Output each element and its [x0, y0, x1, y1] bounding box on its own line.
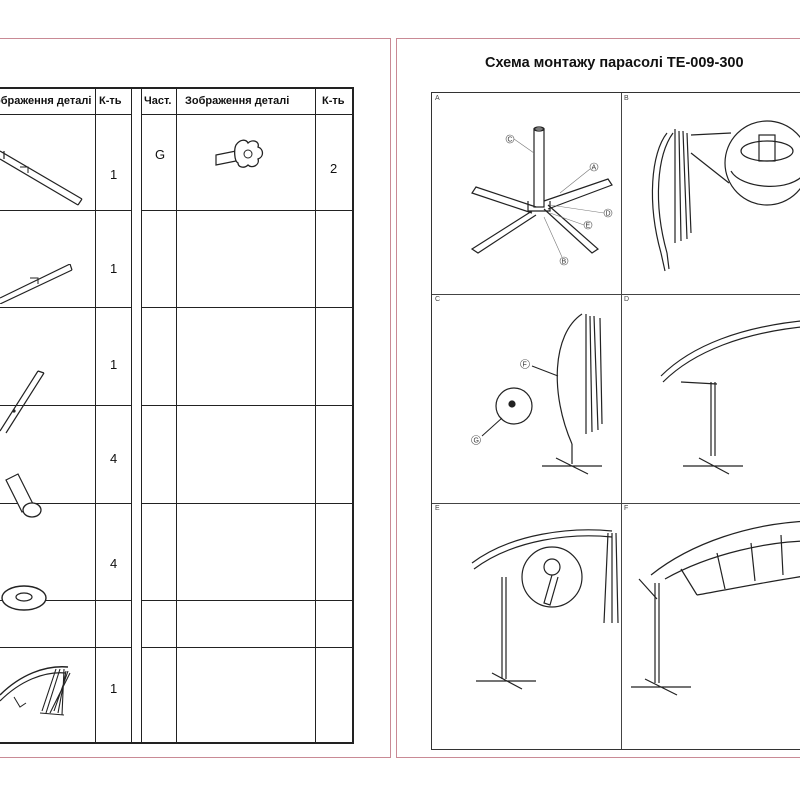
- qty-cell: 1: [110, 167, 118, 182]
- row-divider: [0, 405, 131, 406]
- grid-divider: [432, 294, 800, 295]
- callout-e: E: [586, 223, 591, 230]
- row-divider: [141, 503, 352, 504]
- step-c-panel: C F G: [432, 294, 621, 503]
- callout-a: A: [592, 165, 597, 172]
- row-divider: [141, 307, 352, 308]
- callout-c: C: [508, 137, 513, 144]
- step-letter: C: [435, 296, 441, 303]
- qty-cell: 1: [110, 357, 118, 372]
- parts-list-page: ображення деталі К-ть Част. Зображення д…: [0, 38, 391, 758]
- callout-g: G: [474, 438, 479, 445]
- header-image-right: Зображення деталі: [185, 95, 290, 107]
- step-letter: A: [435, 95, 440, 102]
- qty-cell: 2: [330, 161, 338, 176]
- column-divider: [315, 89, 316, 742]
- row-divider: [141, 114, 352, 115]
- page-title: Схема монтажу парасолі ТЕ-009-300: [485, 55, 744, 71]
- column-divider: [176, 89, 177, 742]
- row-divider: [0, 503, 131, 504]
- step-letter: E: [435, 505, 440, 512]
- parts-table: ображення деталі К-ть Част. Зображення д…: [0, 87, 354, 744]
- canopy-mount-drawing: F G: [471, 313, 603, 475]
- step-a-panel: A C A: [432, 93, 621, 294]
- part-letter: G: [155, 147, 166, 162]
- header-image-left: ображення деталі: [0, 95, 92, 107]
- row-divider: [0, 114, 131, 115]
- qty-cell: 1: [110, 681, 118, 696]
- umbrella-canopy-icon: [0, 666, 71, 716]
- row-divider: [141, 210, 352, 211]
- assembly-diagram-page: Схема монтажу парасолі ТЕ-009-300 A: [396, 38, 800, 758]
- qty-cell: 4: [110, 556, 118, 571]
- row-divider: [141, 647, 352, 648]
- callout-f: F: [523, 362, 527, 369]
- callout-d: D: [606, 211, 611, 218]
- header-qty-left: К-ть: [99, 95, 122, 107]
- callout-b: B: [562, 259, 567, 266]
- arm-attachment-drawing: [651, 120, 800, 272]
- grid-divider: [621, 93, 622, 749]
- step-letter: B: [624, 95, 629, 102]
- base-assembly-drawing: C A D E B: [470, 126, 613, 266]
- row-divider: [0, 647, 131, 648]
- step-d-panel: D: [621, 294, 800, 503]
- row-divider: [141, 600, 352, 601]
- knob-screw-icon: [215, 139, 264, 168]
- base-cross-bar-icon: [0, 150, 83, 206]
- grid-divider: [432, 503, 800, 504]
- row-divider: [0, 307, 131, 308]
- step-b-panel: B: [621, 93, 800, 294]
- umbrella-open-drawing: [631, 520, 800, 696]
- crank-assembly-drawing: [471, 529, 619, 690]
- pole-tube-icon: [0, 370, 45, 434]
- step-e-panel: E: [432, 503, 621, 749]
- row-divider: [0, 600, 131, 601]
- column-divider: [141, 89, 142, 742]
- washer-icon: [1, 585, 47, 611]
- step-letter: F: [624, 505, 629, 512]
- column-divider: [131, 89, 132, 742]
- qty-cell: 1: [110, 261, 118, 276]
- arm-extension-drawing: [660, 320, 800, 475]
- step-letter: D: [624, 296, 630, 303]
- base-bar-icon: [0, 264, 73, 304]
- bolt-icon: [5, 473, 42, 518]
- step-f-panel: F: [621, 503, 800, 749]
- qty-cell: 4: [110, 451, 118, 466]
- row-divider: [0, 210, 131, 211]
- row-divider: [141, 405, 352, 406]
- column-divider: [95, 89, 96, 742]
- header-part: Част.: [144, 95, 172, 107]
- header-qty-right: К-ть: [322, 95, 345, 107]
- assembly-steps-grid: A C A: [431, 92, 800, 750]
